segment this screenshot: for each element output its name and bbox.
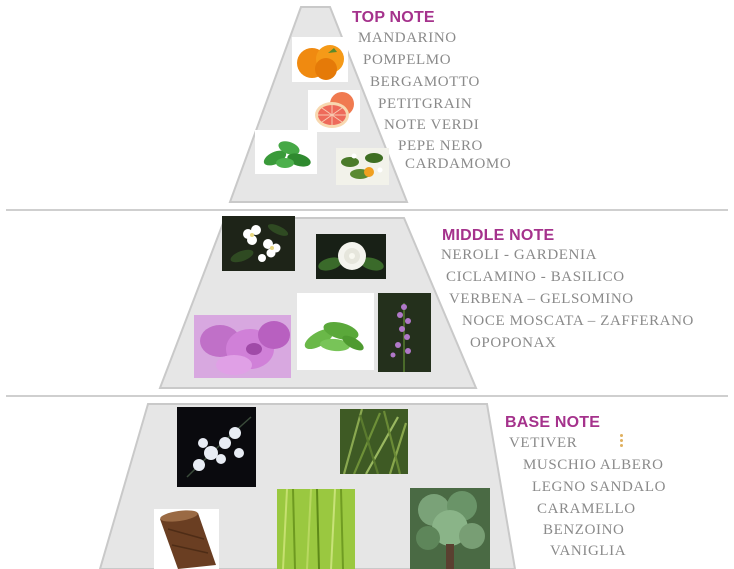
moss-tree-icon bbox=[410, 488, 490, 569]
wood-log-icon bbox=[154, 509, 219, 569]
citrus-branch-icon bbox=[336, 148, 389, 185]
base-note-item: LEGNO SANDALO bbox=[532, 479, 666, 496]
cyclamen-photo bbox=[194, 315, 291, 378]
white-blossom-icon bbox=[222, 216, 295, 271]
base-note-item: VETIVER bbox=[509, 435, 577, 452]
dotted-mark bbox=[620, 434, 624, 448]
base-note-item: VANIGLIA bbox=[550, 543, 626, 560]
base-note-item: BENZOINO bbox=[543, 522, 624, 539]
basil-leaf-icon bbox=[297, 293, 374, 370]
green-grass-icon bbox=[277, 489, 355, 569]
middle-note-item: OPOPONAX bbox=[470, 335, 556, 352]
gardenia-icon bbox=[316, 234, 386, 279]
white-flowers-icon bbox=[177, 407, 256, 487]
grapefruit-icon bbox=[308, 90, 360, 132]
middle-note-item: NOCE MOSCATA – ZAFFERANO bbox=[462, 313, 694, 330]
citrus-blossom-photo bbox=[336, 148, 389, 185]
orange-icon bbox=[292, 37, 348, 82]
top-note-item: PETITGRAIN bbox=[378, 96, 472, 113]
middle-note-item: VERBENA – GELSOMINO bbox=[449, 291, 634, 308]
top-note-item: POMPELMO bbox=[363, 52, 451, 69]
mandarin-photo bbox=[292, 37, 348, 82]
moss-tree-photo bbox=[410, 488, 490, 569]
mint-photo bbox=[255, 130, 317, 174]
top-note-item: CARDAMOMO bbox=[405, 156, 511, 173]
base-note-item: CARAMELLO bbox=[537, 501, 636, 518]
top-note-item: BERGAMOTTO bbox=[370, 74, 480, 91]
middle-note-item: CICLAMINO - BASILICO bbox=[446, 269, 625, 286]
grapefruit-photo bbox=[308, 90, 360, 132]
grass-blades-icon bbox=[340, 409, 408, 474]
middle-note-heading: MIDDLE NOTE bbox=[442, 227, 554, 245]
verbena-photo bbox=[378, 293, 431, 372]
vetiver-photo bbox=[340, 409, 408, 474]
cyclamen-icon bbox=[194, 315, 291, 378]
middle-note-item: NEROLI - GARDENIA bbox=[441, 247, 597, 264]
neroli-photo bbox=[222, 216, 295, 271]
divider-middle-base bbox=[6, 395, 728, 397]
top-note-item: PEPE NERO bbox=[398, 138, 483, 155]
mint-leaf-icon bbox=[255, 130, 317, 174]
white-flowers-photo bbox=[177, 407, 256, 487]
divider-top-middle bbox=[6, 209, 728, 211]
basil-photo bbox=[297, 293, 374, 370]
top-note-heading: TOP NOTE bbox=[352, 9, 435, 27]
top-note-item: MANDARINO bbox=[358, 30, 457, 47]
base-note-heading: BASE NOTE bbox=[505, 414, 600, 432]
sandalwood-photo bbox=[154, 509, 219, 569]
green-grass-photo bbox=[277, 489, 355, 569]
verbena-flower-icon bbox=[378, 293, 431, 372]
base-note-item: MUSCHIO ALBERO bbox=[523, 457, 664, 474]
top-note-item: NOTE VERDI bbox=[384, 117, 479, 134]
gardenia-photo bbox=[316, 234, 386, 279]
